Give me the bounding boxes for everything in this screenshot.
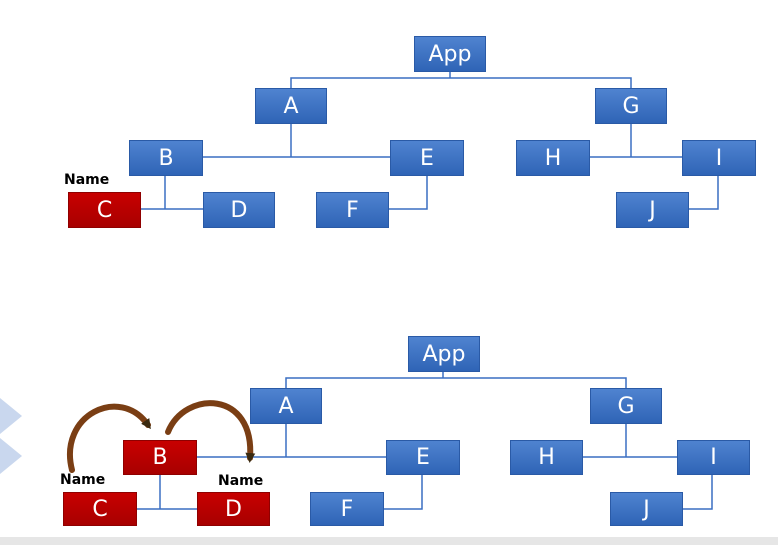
node-g: G	[590, 388, 662, 424]
node-f: F	[316, 192, 389, 228]
node-j: J	[610, 492, 683, 526]
node-f: F	[310, 492, 384, 526]
arrow-c-to-b	[67, 403, 151, 473]
node-b-highlighted: B	[123, 440, 197, 475]
node-d-highlighted: D	[197, 492, 270, 526]
node-e: E	[386, 440, 460, 475]
node-c-highlighted: C	[63, 492, 137, 526]
node-g: G	[595, 88, 667, 124]
move-arrows	[67, 400, 256, 473]
node-a: A	[255, 88, 327, 124]
arrow-b-to-d	[165, 400, 256, 463]
node-a: A	[250, 388, 322, 424]
bottom-strip	[0, 537, 778, 545]
name-tag-c: Name	[64, 172, 110, 188]
node-h: H	[516, 140, 590, 176]
node-b: B	[129, 140, 203, 176]
node-c-highlighted: C	[68, 192, 141, 228]
node-app: App	[414, 36, 486, 72]
decorative-chevron	[0, 398, 22, 434]
node-e: E	[390, 140, 464, 176]
node-j: J	[616, 192, 689, 228]
node-app: App	[408, 336, 480, 372]
decorative-chevron	[0, 438, 22, 474]
node-i: I	[682, 140, 756, 176]
node-h: H	[510, 440, 583, 475]
node-d: D	[203, 192, 275, 228]
name-tag-c: Name	[60, 472, 106, 488]
node-i: I	[677, 440, 750, 475]
name-tag-d: Name	[218, 473, 264, 489]
